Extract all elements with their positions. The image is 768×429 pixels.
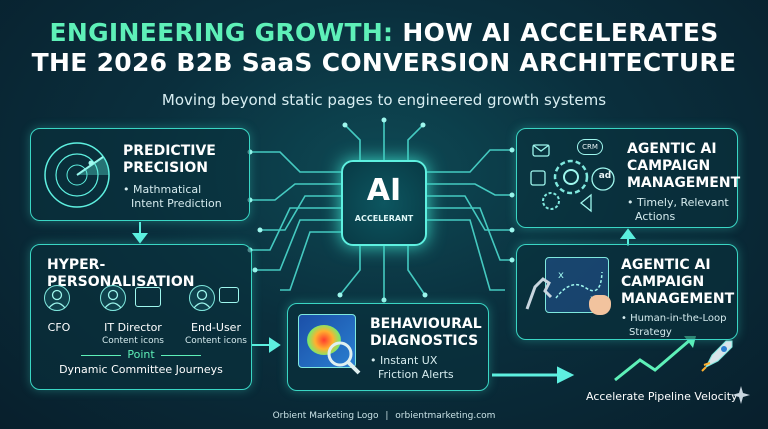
- point-divider-right: [161, 355, 201, 356]
- journey-label: Dynamic Committee Journeys: [59, 363, 223, 376]
- behavioural-title-1: BEHAVIOURAL: [370, 316, 482, 332]
- footer-separator: |: [385, 411, 389, 421]
- footer-url[interactable]: orbientmarketing.com: [395, 411, 496, 421]
- predictive-title-2: PRECISION: [123, 160, 208, 176]
- cfo-avatar-icon: [44, 285, 70, 311]
- chip-accelerant-label: ACCELERANT: [354, 214, 414, 223]
- page-title: ENGINEERING GROWTH: HOW AI ACCELERATES T…: [0, 18, 768, 78]
- agentic-bottom-title-2: CAMPAIGN: [621, 274, 705, 290]
- footer: Orbient Marketing Logo | orbientmarketin…: [0, 411, 768, 421]
- behavioural-diagnostics-panel: BEHAVIOURAL DIAGNOSTICS • Instant UX Fri…: [287, 303, 489, 391]
- ad-badge: ad: [598, 171, 612, 181]
- persona-end-user-name: End-User: [191, 321, 241, 334]
- crm-badge: CRM: [577, 139, 603, 155]
- chat-bubble-icon: [219, 287, 239, 303]
- human-hand-icon: [589, 295, 611, 315]
- velocity-label: Accelerate Pipeline Velocity: [586, 390, 738, 403]
- agentic-campaign-panel-bottom: x x AGENTIC AI CAMPAIGN MANAGEMENT • Hum…: [516, 244, 738, 340]
- agentic-bottom-bullet-1: • Human-in-the-Loop: [621, 313, 727, 324]
- heatmap-screen-icon: [298, 314, 356, 368]
- predictive-bullet-1: • Mathmatical: [123, 183, 202, 196]
- ai-accelerant-chip: AI ACCELERANT: [341, 160, 427, 246]
- persona-cfo-name: CFO: [47, 321, 71, 334]
- svg-text:x: x: [558, 270, 564, 281]
- title-line-2: THE 2026 B2B SaaS CONVERSION ARCHITECTUR…: [31, 48, 737, 77]
- it-director-avatar-icon: [100, 285, 126, 311]
- predictive-bullet-2: Intent Prediction: [131, 197, 222, 210]
- agentic-top-bullet-1: • Timely, Relevant: [627, 196, 729, 209]
- behavioural-bullet-1: • Instant UX: [370, 354, 438, 367]
- agentic-top-title-3: MANAGEMENT: [627, 175, 741, 191]
- hyper-personalisation-panel: HYPER-PERSONALISATION CFO IT Director Co…: [30, 244, 252, 390]
- persona-end-user-sub: Content icons: [184, 336, 247, 346]
- radar-icon: [44, 142, 110, 208]
- title-accent: ENGINEERING GROWTH:: [49, 18, 394, 47]
- agentic-top-title-1: AGENTIC AI: [627, 141, 717, 157]
- chip-ai-label: AI: [366, 173, 402, 208]
- content-screen-icon: [135, 287, 161, 307]
- point-divider-left: [81, 355, 121, 356]
- behavioural-bullet-2: Friction Alerts: [378, 368, 454, 381]
- predictive-title-1: PREDICTIVE: [123, 143, 216, 159]
- agentic-top-bullet-2: Actions: [635, 210, 676, 223]
- rocket-icon: [701, 340, 733, 372]
- robot-hand-icon: [525, 277, 553, 310]
- personalisation-title: HYPER-PERSONALISATION: [47, 257, 195, 290]
- title-rest: HOW AI ACCELERATES: [402, 18, 719, 47]
- agentic-campaign-panel-top: CRM ad AGENTIC AI CAMPAIGN MANAGEMENT • …: [516, 128, 741, 228]
- point-label: Point: [127, 348, 155, 361]
- behavioural-title-2: DIAGNOSTICS: [370, 333, 479, 349]
- agentic-top-title-2: CAMPAIGN: [627, 158, 711, 174]
- footer-logo: Orbient Marketing Logo: [272, 411, 379, 421]
- agentic-bottom-title-1: AGENTIC AI: [621, 257, 711, 273]
- sparkle-icon: [732, 386, 750, 404]
- agentic-bottom-title-3: MANAGEMENT: [621, 291, 735, 307]
- page-subtitle: Moving beyond static pages to engineered…: [161, 91, 607, 109]
- automation-gears-icon: [530, 144, 615, 213]
- persona-it-director-name: IT Director: [104, 321, 162, 334]
- end-user-avatar-icon: [189, 285, 215, 311]
- magnifier-icon: [327, 341, 361, 375]
- predictive-precision-panel: PREDICTIVE PRECISION • Mathmatical Inten…: [30, 128, 250, 221]
- persona-it-director-sub: Content icons: [101, 336, 164, 346]
- agentic-bottom-bullet-2: Strategy: [629, 327, 672, 338]
